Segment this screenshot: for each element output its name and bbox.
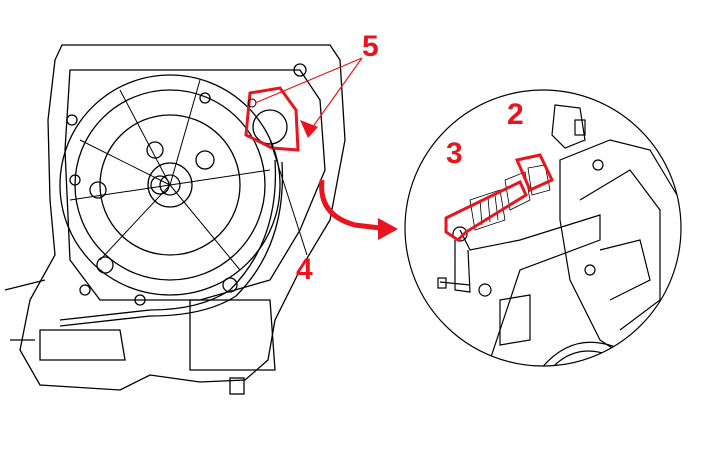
highlight-connector-3 xyxy=(444,179,528,242)
transmission-housing-drawing xyxy=(4,44,346,395)
highlight-connector-2 xyxy=(514,153,555,192)
leader-lines xyxy=(254,57,363,129)
callout-2: 2 xyxy=(507,98,524,131)
highlighted-component xyxy=(244,86,318,152)
curved-arrow-icon xyxy=(319,179,398,240)
detail-view xyxy=(404,89,682,367)
callout-4: 4 xyxy=(296,253,313,286)
pointer-arrow-icon xyxy=(300,120,318,138)
callout-5: 5 xyxy=(362,30,379,63)
callout-3: 3 xyxy=(446,137,463,170)
